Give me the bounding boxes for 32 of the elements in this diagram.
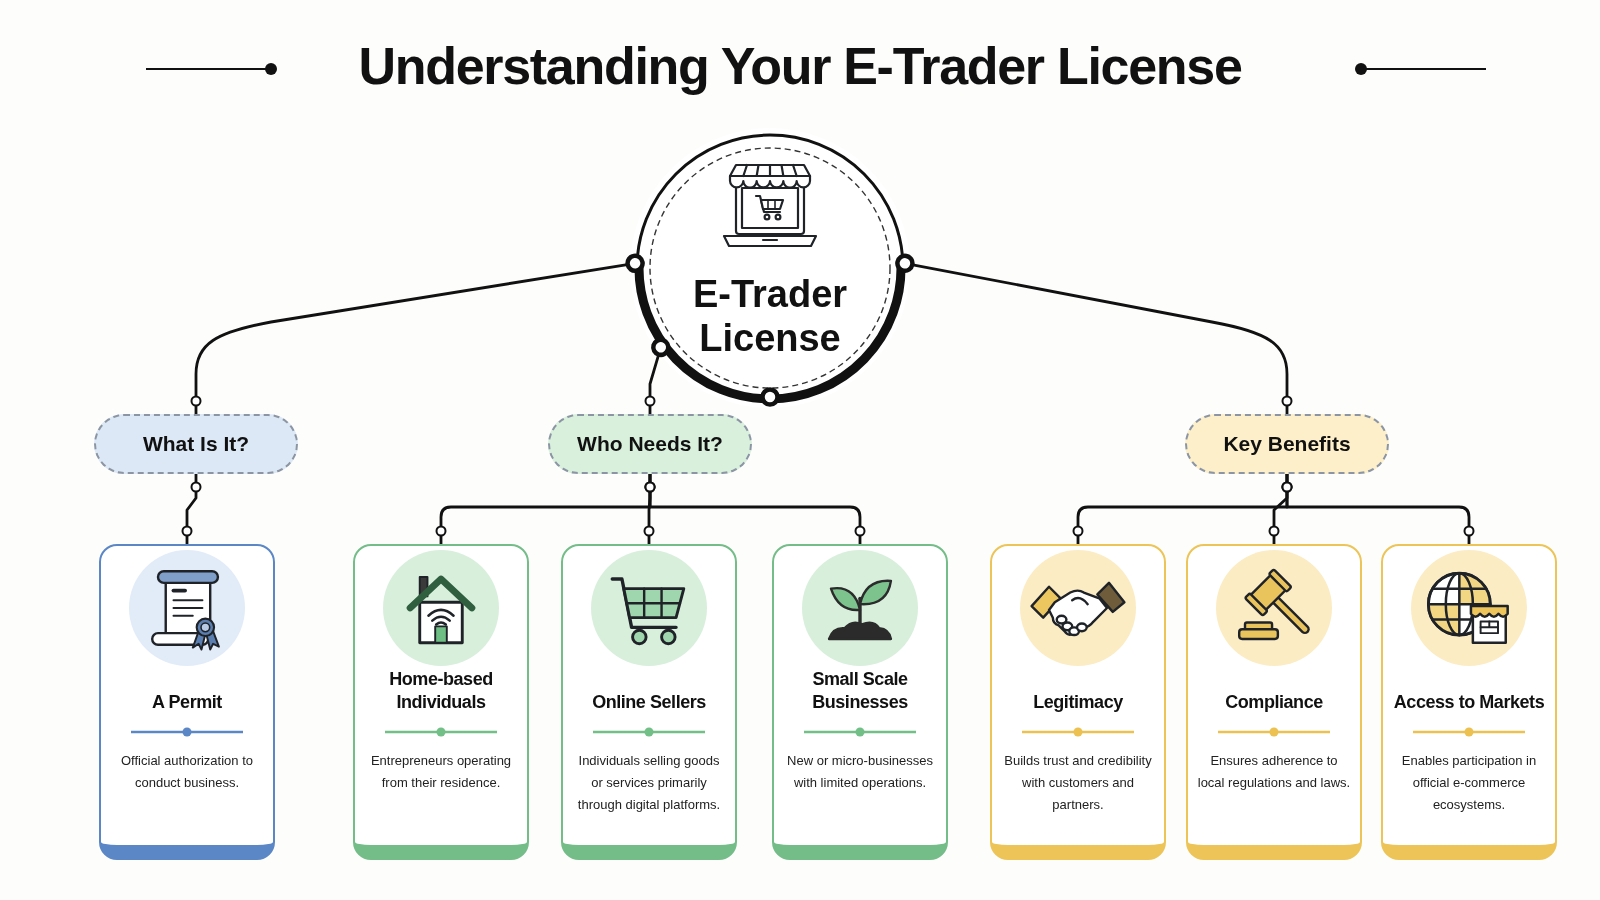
card-description: New or micro-businesses with limited operations. xyxy=(786,752,934,792)
card-title: Compliance xyxy=(1225,691,1323,714)
connector xyxy=(1281,474,1475,544)
card-title: Online Sellers xyxy=(592,691,706,714)
info-card xyxy=(561,544,737,860)
page-title: Understanding Your E-Trader License xyxy=(358,36,1242,96)
category-pill: What Is It? xyxy=(94,414,298,474)
connector xyxy=(644,474,866,544)
category-pill: Who Needs It? xyxy=(548,414,752,474)
info-card xyxy=(353,544,529,860)
info-card xyxy=(990,544,1166,860)
card-title: Small Scale Businesses xyxy=(811,668,909,714)
card-description: Ensures adherence to local regulations and laws. xyxy=(1196,752,1352,792)
connector xyxy=(181,474,202,544)
card-title: Legitimacy xyxy=(1033,691,1123,714)
card-title: A Permit xyxy=(152,691,222,714)
card-description: Enables participation in official e-commerce ecosystems. xyxy=(1400,752,1538,814)
connector xyxy=(895,253,1293,414)
connector xyxy=(190,253,645,414)
card-description: Official authorization to conduct business. xyxy=(120,752,254,792)
info-card xyxy=(1381,544,1557,860)
info-card xyxy=(99,544,275,860)
card-description: Entrepreneurs operating from their residence. xyxy=(369,752,513,792)
info-card xyxy=(772,544,948,860)
connector xyxy=(644,337,671,414)
category-pill: Key Benefits xyxy=(1185,414,1389,474)
card-description: Individuals selling goods or services primarily through digital platforms. xyxy=(576,752,722,814)
card-description: Builds trust and credibility with customers and partners. xyxy=(1003,752,1153,814)
card-title: Access to Markets xyxy=(1393,691,1545,714)
hub-title: E-Trader License xyxy=(691,272,849,360)
card-title: Home-based Individuals xyxy=(388,668,494,714)
info-card xyxy=(1186,544,1362,860)
